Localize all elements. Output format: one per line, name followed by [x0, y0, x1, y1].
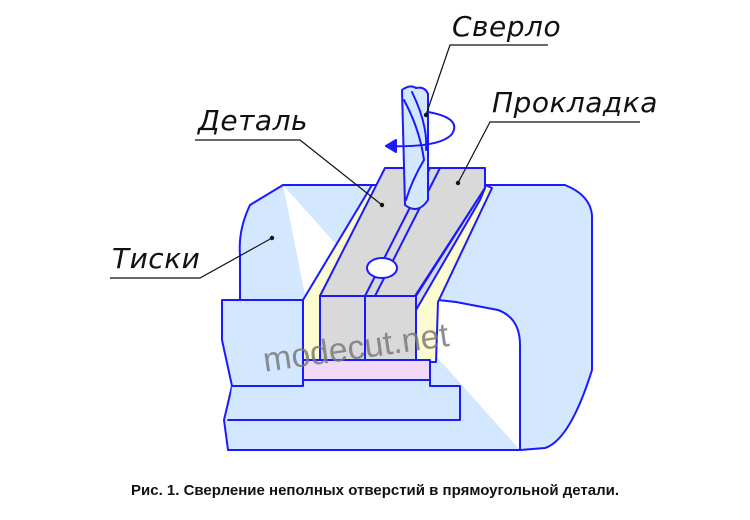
label-spacer: Прокладка: [492, 86, 658, 119]
label-vise: Тиски: [112, 242, 200, 275]
vise-back-wall: [238, 184, 307, 301]
part-slot-line: [364, 167, 431, 361]
drill-flute-1: [403, 99, 425, 201]
leader-spacer: [457, 121, 640, 184]
drilling-diagram: Сверло Деталь Прокладка Тиски modecut.ne…: [110, 10, 658, 451]
leader-dot-vise: [269, 235, 275, 241]
leader-part: [195, 139, 383, 206]
leader-dot-spacer: [455, 180, 461, 186]
leader-dot-drill: [423, 112, 429, 118]
rotation-arrow: [385, 111, 456, 148]
drilled-hole: [366, 257, 398, 279]
leader-drill: [425, 44, 548, 116]
label-part: Деталь: [196, 104, 308, 137]
label-drill: Сверло: [452, 10, 561, 43]
vise-jaw-step: [227, 377, 461, 421]
part-front-face: [319, 295, 417, 361]
leader-dot-part: [379, 202, 385, 208]
drill-flute-2: [411, 91, 428, 151]
rotation-arrowhead: [385, 139, 397, 153]
figure-caption: Рис. 1. Сверление неполных отверстий в п…: [131, 482, 619, 499]
leader-vise: [110, 237, 273, 279]
